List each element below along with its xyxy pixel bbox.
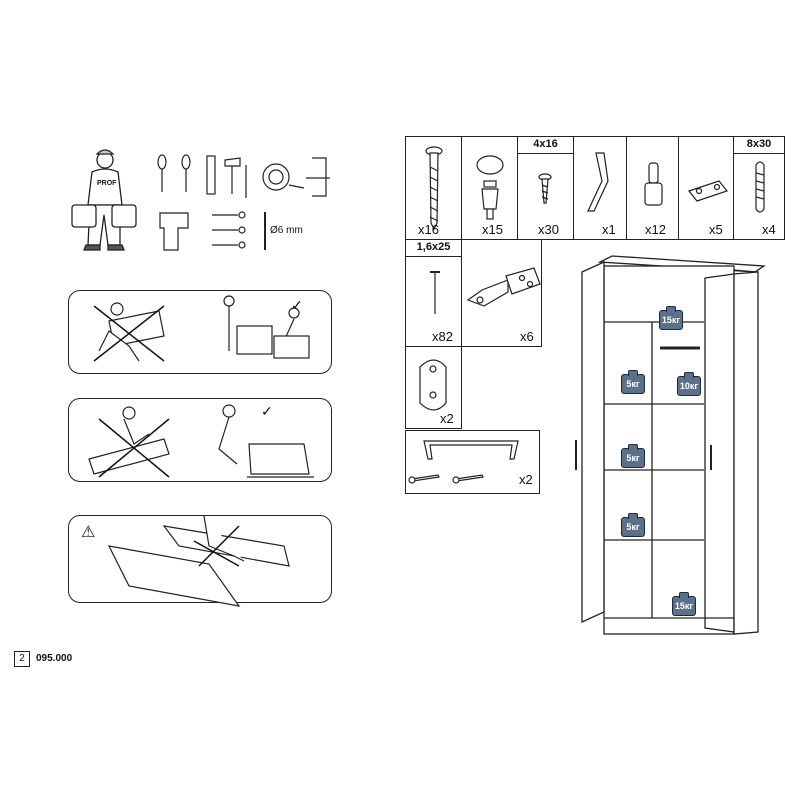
hinge-quantity: x6 xyxy=(520,329,534,344)
hardware-cell-bracket: x5 xyxy=(678,136,734,240)
weight-bottom: 15кг xyxy=(672,592,696,616)
hook-icon xyxy=(419,359,447,411)
hammering-panel: ✓ xyxy=(68,398,332,482)
hardware-cell-hook: x2 xyxy=(405,346,462,429)
weight-top-shelf: 15кг xyxy=(659,306,683,330)
lifting-right-illustration xyxy=(223,295,310,359)
long-screw-icon xyxy=(425,146,443,231)
bracket-quantity: x5 xyxy=(709,222,723,237)
allen-key-icon xyxy=(587,152,609,212)
hardware-cell-small-screw: 4x16 x30 xyxy=(517,136,574,240)
hardware-cell-hinge: x6 xyxy=(461,239,542,347)
hardware-cell-handle: x2 xyxy=(405,430,540,494)
dowel-dimension: 8x30 xyxy=(746,138,772,150)
hammering-wrong-illustration xyxy=(88,406,170,478)
small-screw-dimension: 4x16 xyxy=(533,138,558,150)
shelf-pin-icon xyxy=(644,162,663,206)
lifting-wrong-illustration xyxy=(93,302,165,362)
hardware-cell-dowel: 8x30 x4 xyxy=(733,136,785,240)
hammering-right-illustration xyxy=(218,404,314,478)
dowel-icon xyxy=(755,161,765,213)
page-number: 2 xyxy=(14,651,30,667)
handle-icon xyxy=(408,440,519,484)
checkmark-icon: ✓ xyxy=(291,297,303,313)
small-screw-icon xyxy=(538,173,552,204)
nail-dimension: 1,6x25 xyxy=(416,241,451,253)
hardware-cell-nail: 1,6x25 x82 xyxy=(405,239,462,347)
weight-rail: 10кг xyxy=(677,372,701,396)
nail-icon xyxy=(430,271,440,314)
dowel-quantity: x4 xyxy=(762,222,776,237)
small-screw-quantity: x30 xyxy=(538,222,559,237)
checkmark-icon: ✓ xyxy=(261,403,273,419)
shelf-pin-quantity: x12 xyxy=(645,222,666,237)
hardware-cell-cam-lock: x15 xyxy=(461,136,518,240)
drill-bit-label: Ø6 mm xyxy=(270,225,303,236)
product-code: 095.000 xyxy=(36,653,73,664)
hardware-cell-allen-key: x1 xyxy=(573,136,627,240)
cam-lock-quantity: x15 xyxy=(482,222,503,237)
warning-triangle-icon: ⚠ xyxy=(81,524,96,541)
bracket-icon xyxy=(687,180,729,202)
hinge-icon xyxy=(466,267,541,307)
allen-key-quantity: x1 xyxy=(602,222,616,237)
stepping-wrong-illustration xyxy=(107,515,290,607)
hook-quantity: x2 xyxy=(440,411,454,426)
weight-left-3: 5кг xyxy=(621,513,645,537)
lifting-panel: ✓ xyxy=(68,290,332,374)
hardware-cell-shelf-pin: x12 xyxy=(626,136,679,240)
worker-badge: PROF xyxy=(97,180,117,187)
stepping-panel: ⚠ xyxy=(68,515,332,607)
weight-left-1: 5кг xyxy=(621,370,645,394)
handle-quantity: x2 xyxy=(519,472,533,487)
cam-lock-icon xyxy=(476,155,504,220)
weight-left-2: 5кг xyxy=(621,444,645,468)
long-screw-quantity: x16 xyxy=(418,222,439,237)
hardware-cell-long-screw: x16 xyxy=(405,136,462,240)
nail-quantity: x82 xyxy=(432,329,453,344)
